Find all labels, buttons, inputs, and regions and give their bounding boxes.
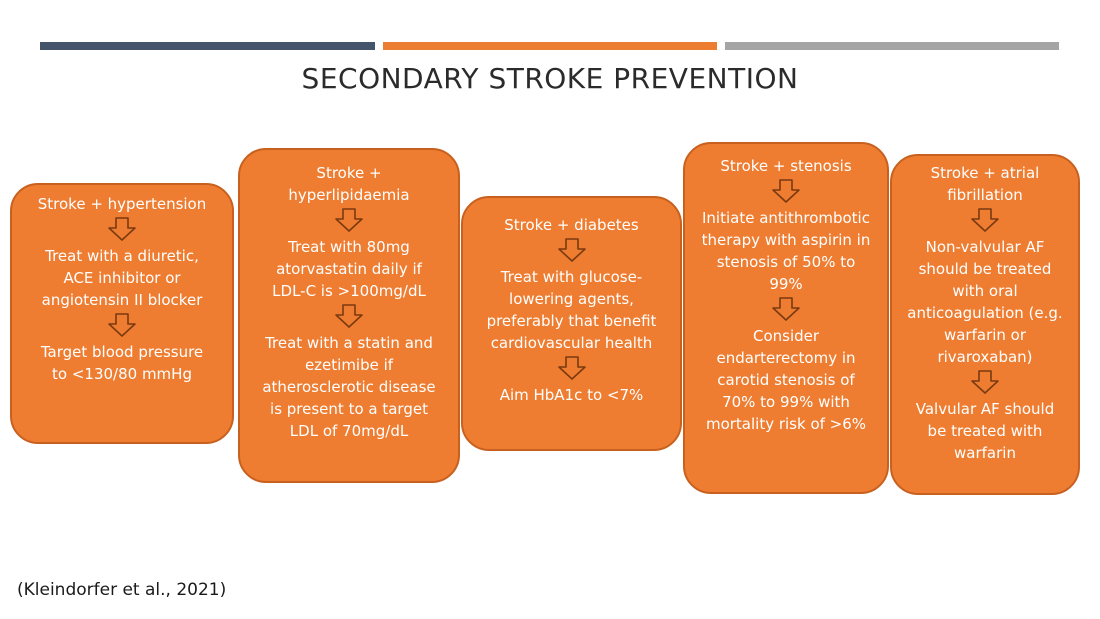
down-arrow-icon [108, 217, 136, 241]
citation: (Kleindorfer et al., 2021) [17, 580, 227, 600]
column-stenosis: Stroke + stenosis Initiate antithromboti… [683, 142, 889, 494]
down-arrow-icon [335, 304, 363, 328]
step-heading: Stroke + stenosis [720, 157, 852, 175]
down-arrow-icon [557, 238, 586, 262]
step-target: Consider endarterectomy in carotid steno… [705, 327, 867, 433]
step-heading: Stroke + atrial fibrillation [930, 164, 1040, 204]
down-arrow-icon [557, 356, 586, 380]
down-arrow-icon [335, 208, 363, 232]
header-bar-orange [383, 42, 717, 50]
step-treatment: Non-valvular AF should be treated with o… [907, 238, 1063, 366]
step-target: Treat with a statin and ezetimibe if ath… [262, 334, 436, 440]
step-target: Valvular AF should be treated with warfa… [915, 400, 1055, 462]
down-arrow-icon [971, 208, 999, 232]
down-arrow-icon [772, 297, 800, 321]
step-treatment: Initiate antithrombotic therapy with asp… [701, 209, 871, 293]
column-hypertension: Stroke + hypertension Treat with a diure… [10, 183, 234, 444]
column-hyperlipidaemia: Stroke + hyperlipidaemia Treat with 80mg… [238, 148, 460, 483]
step-heading: Stroke + hypertension [37, 195, 207, 213]
header-bar-gray [725, 42, 1059, 50]
step-target: Target blood pressure to <130/80 mmHg [40, 343, 204, 383]
step-treatment: Treat with 80mg atorvastatin daily if LD… [272, 238, 426, 300]
step-heading: Stroke + hyperlipidaemia [288, 164, 410, 204]
header-bar-slate [40, 42, 375, 50]
column-atrial-fibrillation: Stroke + atrial fibrillation Non-valvula… [890, 154, 1080, 495]
down-arrow-icon [772, 179, 800, 203]
step-target: Aim HbA1c to <7% [499, 386, 644, 404]
column-diabetes: Stroke + diabetes Treat with glucose- lo… [461, 196, 682, 451]
down-arrow-icon [108, 313, 136, 337]
down-arrow-icon [971, 370, 999, 394]
step-heading: Stroke + diabetes [504, 216, 639, 234]
slide-title: SECONDARY STROKE PREVENTION [301, 62, 799, 95]
step-treatment: Treat with a diuretic, ACE inhibitor or … [41, 247, 203, 309]
step-treatment: Treat with glucose- lowering agents, pre… [486, 268, 657, 352]
